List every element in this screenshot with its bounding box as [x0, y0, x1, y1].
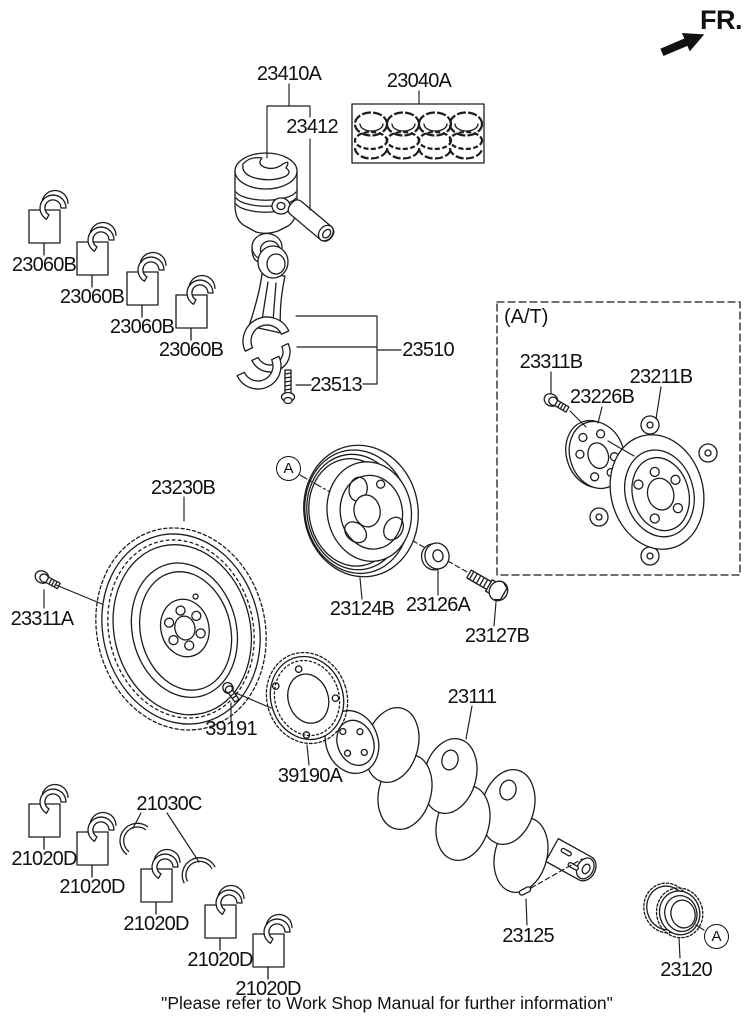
- part-label-23510: 23510: [402, 339, 454, 361]
- main-bearing-3: [140, 844, 184, 915]
- part-label-23060B-4: 23060B: [158, 339, 224, 361]
- crank-key: [518, 886, 532, 896]
- part-label-23410A: 23410A: [256, 63, 322, 85]
- part-label-23111: 23111: [447, 686, 497, 708]
- part-label-23125: 23125: [502, 925, 554, 947]
- part-label-21020D-4: 21020D: [187, 949, 253, 971]
- piston-pin: [287, 199, 335, 242]
- part-label-23060B-1: 23060B: [11, 254, 77, 276]
- part-label-23060B-3: 23060B: [109, 316, 175, 338]
- fr-direction-arrow-icon: [660, 33, 705, 57]
- connecting-rod: [236, 245, 291, 390]
- part-label-23127B: 23127B: [464, 625, 530, 647]
- view-marker-a-sprocket: A: [704, 924, 729, 949]
- main-bearing-2: [76, 807, 120, 878]
- rod-bolt-23513: [280, 369, 296, 405]
- view-marker-a-pulley: A: [276, 456, 301, 481]
- part-label-23311A: 23311A: [10, 608, 74, 630]
- part-label-23412: 23412: [286, 116, 338, 138]
- part-label-23230B: 23230B: [150, 477, 216, 499]
- part-label-39191: 39191: [205, 718, 257, 740]
- main-bearing-1: [28, 779, 72, 850]
- crank-ring-gear: [265, 651, 349, 745]
- part-label-23226B: 23226B: [569, 386, 635, 408]
- at-drive-plate-23211B: [589, 415, 718, 566]
- big-end-bearing-2: [76, 217, 120, 288]
- main-bearing-5: [252, 909, 296, 980]
- big-end-bearing-3: [126, 247, 170, 318]
- part-label-21030C: 21030C: [136, 793, 202, 815]
- part-label-23040A: 23040A: [386, 70, 452, 92]
- flywheel-bolt-23311A: [32, 567, 63, 592]
- part-label-23513: 23513: [310, 374, 362, 396]
- part-label-23211B: 23211B: [629, 366, 693, 388]
- part-label-23311B: 23311B: [519, 351, 583, 373]
- big-end-bearing-4: [175, 270, 219, 341]
- part-label-21020D-3: 21020D: [123, 913, 189, 935]
- part-label-23126A: 23126A: [405, 594, 471, 616]
- flywheel: [95, 527, 267, 731]
- part-label-21020D-2: 21020D: [59, 876, 125, 898]
- ring-gear-bolt-39191: [222, 682, 240, 703]
- fr-direction-label: FR.: [700, 5, 743, 35]
- part-label-23060B-2: 23060B: [59, 286, 125, 308]
- pulley-bolt: [466, 569, 509, 602]
- crankshaft-pulley: [303, 444, 419, 578]
- thrust-washer-1: [119, 823, 150, 853]
- at-section-label: (A/T): [504, 306, 549, 328]
- crankshaft: [324, 707, 597, 893]
- crank-sprocket: [643, 882, 704, 939]
- part-label-21020D-5: 21020D: [235, 978, 301, 1000]
- pulley-washer: [420, 542, 450, 571]
- part-label-39190A: 39190A: [277, 765, 343, 787]
- part-label-23124B: 23124B: [329, 598, 395, 620]
- big-end-bearing-1: [28, 185, 72, 256]
- workshop-manual-note: "Please refer to Work Shop Manual for fu…: [161, 993, 613, 1013]
- piston-ring-set: [351, 103, 485, 164]
- piston: [234, 152, 298, 234]
- at-bolt-23311B: [541, 390, 572, 416]
- leader-lines: [43, 83, 705, 959]
- part-label-23120: 23120: [660, 959, 712, 981]
- at-section-box: [496, 301, 741, 576]
- part-label-21020D-1: 21020D: [11, 848, 77, 870]
- main-bearing-4: [204, 880, 248, 951]
